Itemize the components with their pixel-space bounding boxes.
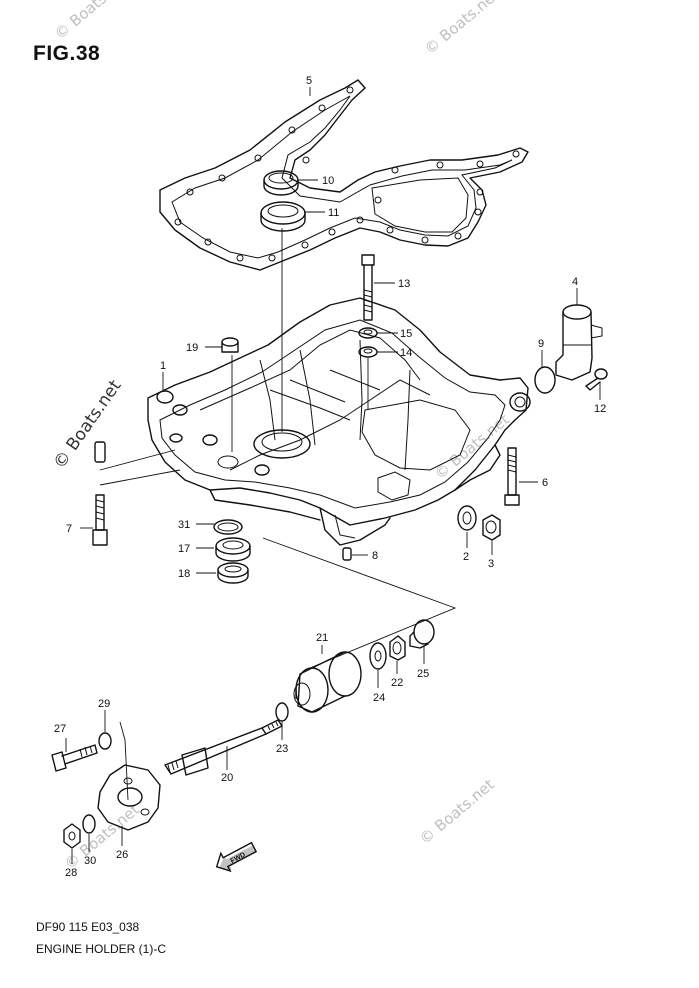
part-number-2: 2: [463, 551, 469, 563]
bolt-27: [51, 744, 98, 772]
part-number-26: 26: [116, 849, 128, 861]
part-number-3: 3: [488, 558, 494, 570]
nut-22: [389, 635, 406, 661]
part-number-27: 27: [54, 723, 66, 735]
water-fitting-4: [555, 304, 603, 381]
watermark-left: © Boats.net: [50, 376, 126, 473]
engine-holder-body: [147, 297, 531, 546]
oil-seal-11: [260, 201, 306, 232]
pin-8: [342, 547, 352, 561]
collar-25: [409, 619, 435, 649]
watermark-lower-right: © Boats.net: [416, 775, 498, 848]
fwd-arrow-icon: FWD: [215, 841, 258, 873]
part-number-6: 6: [542, 477, 548, 489]
plug-3: [482, 514, 501, 541]
leader-lines: [65, 87, 601, 864]
part-number-21: 21: [316, 632, 328, 644]
part-number-7: 7: [66, 523, 72, 535]
o-ring-9: [534, 366, 556, 394]
part-number-29: 29: [98, 698, 110, 710]
part-number-11: 11: [328, 207, 339, 219]
o-ring-31: [213, 519, 243, 535]
dowel-pin: [94, 441, 106, 463]
part-number-12: 12: [594, 403, 606, 415]
washer-24: [369, 642, 387, 670]
part-number-17: 17: [178, 543, 190, 555]
part-number-20: 20: [221, 772, 233, 784]
part-number-28: 28: [65, 867, 77, 879]
part-number-13: 13: [398, 278, 410, 290]
watermark-lower-left: © Boats.net: [61, 800, 143, 873]
part-number-5: 5: [306, 75, 312, 87]
part-number-9: 9: [538, 338, 544, 350]
part-number-8: 8: [372, 550, 378, 562]
part-number-10: 10: [322, 175, 334, 187]
through-bolt-20: [164, 719, 283, 776]
part-number-25: 25: [417, 668, 429, 680]
part-number-23: 23: [276, 743, 288, 755]
bolt-13: [361, 254, 375, 321]
nut-28: [63, 823, 81, 849]
figure-name: ENGINE HOLDER (1)-C: [36, 942, 167, 956]
part-number-4: 4: [572, 276, 578, 288]
bearing-17: [215, 537, 251, 562]
bolt-6: [504, 447, 520, 506]
part-number-14: 14: [400, 347, 412, 359]
seal-18: [217, 562, 249, 584]
part-number-30: 30: [84, 855, 96, 867]
part-number-22: 22: [391, 677, 403, 689]
washer-14: [358, 346, 378, 358]
assembly-dash-lines: [99, 449, 457, 801]
oil-seal-10: [263, 170, 299, 196]
washer-23: [275, 702, 289, 722]
gasket-part: [159, 79, 529, 271]
bolt-12: [585, 368, 608, 391]
part-number-31: 31: [178, 519, 190, 531]
figure-title: FIG.38: [33, 42, 101, 65]
bolt-7: [92, 494, 108, 546]
part-number-18: 18: [178, 568, 190, 580]
washer-30: [82, 814, 96, 834]
part-number-labels: 5 10 11 13 15 14 19 1 4 9 12 6 2 3 7 8 3…: [54, 75, 606, 879]
washer-2: [457, 505, 477, 531]
part-number-19: 19: [186, 342, 198, 354]
figure-code: DF90 115 E03_038: [36, 920, 140, 934]
part-number-1: 1: [160, 360, 166, 372]
mount-plate-26: [97, 764, 161, 831]
drain-plug-19: [221, 337, 239, 353]
part-number-24: 24: [373, 692, 385, 704]
part-number-15: 15: [400, 328, 412, 340]
watermark-top-left: © Boats.net: [51, 0, 133, 43]
rubber-mount-21: [293, 651, 362, 713]
washer-29: [98, 732, 112, 750]
watermark-top-right: © Boats.net: [421, 0, 503, 58]
